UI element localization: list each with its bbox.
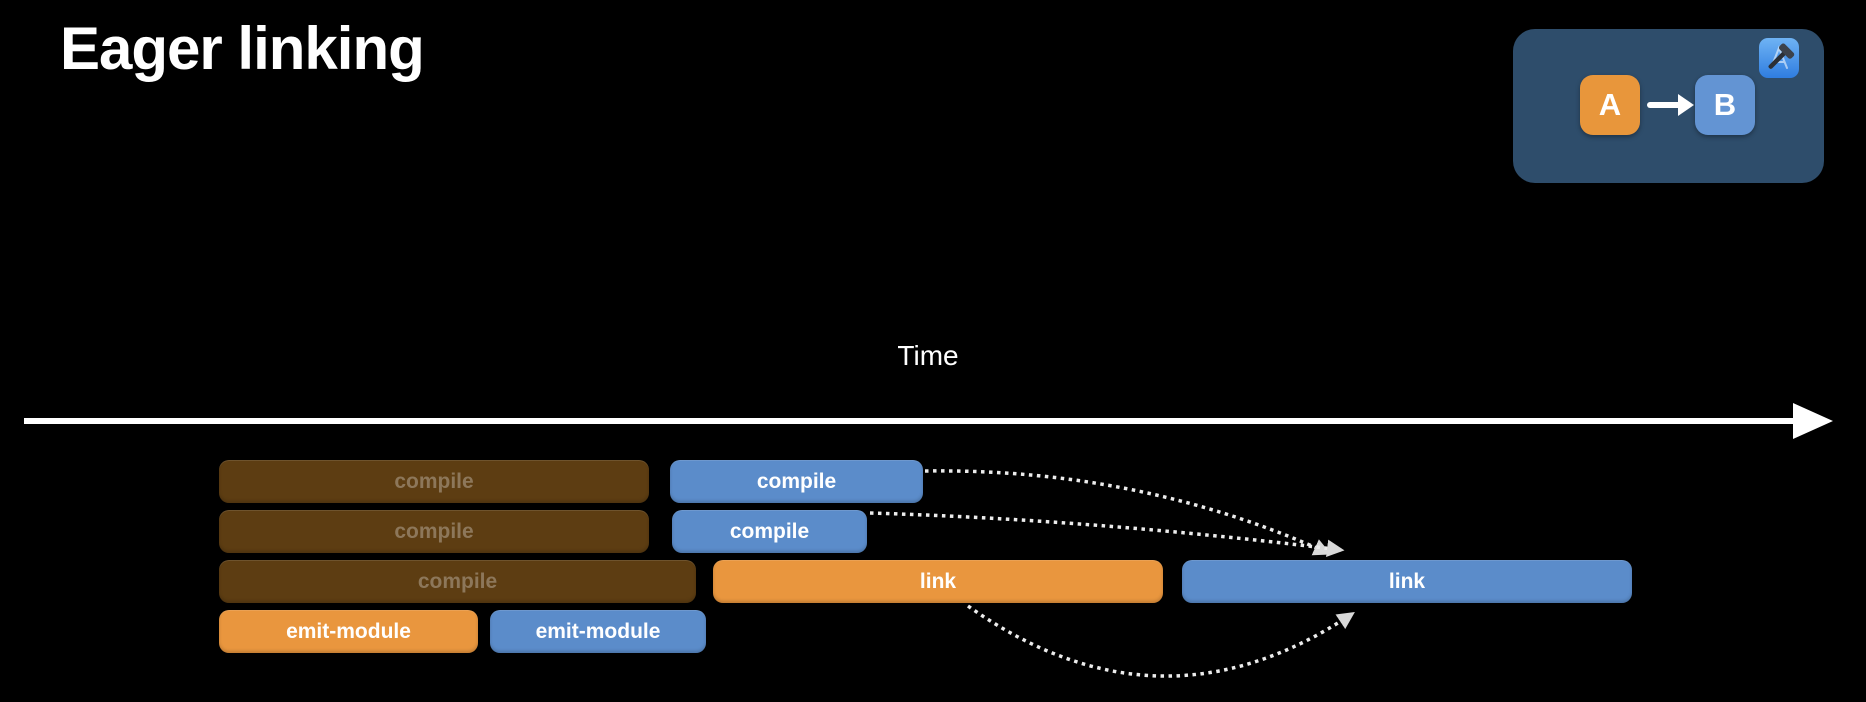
task-bar-label: emit-module (286, 619, 411, 643)
task-bar-label: compile (394, 519, 474, 543)
module-b-box: B (1695, 75, 1755, 135)
task-bar-compile: compile (219, 460, 649, 503)
task-bar-label: compile (417, 569, 498, 593)
task-bar-emit-module: emit-module (490, 610, 706, 653)
dependency-badge-card: A B (1513, 29, 1824, 183)
time-axis-label: Time (897, 340, 959, 371)
task-bar-compile: compile (219, 510, 649, 553)
task-bar-label: link (919, 569, 957, 593)
page-title: Eager linking (60, 15, 425, 82)
task-bar-label: emit-module (535, 619, 661, 643)
module-a-box: A (1580, 75, 1640, 135)
task-bar-compile: compile (219, 560, 696, 603)
task-bar-label: compile (756, 469, 837, 493)
task-bar-link: link (713, 560, 1163, 603)
module-a-label: A (1598, 87, 1622, 122)
task-bar-emit-module: emit-module (219, 610, 478, 653)
right-arrow-icon (1647, 94, 1694, 116)
task-bar-label: compile (394, 469, 474, 493)
task-bar-label: compile (729, 519, 810, 543)
task-bar-compile: compile (672, 510, 867, 553)
xcode-icon (1759, 38, 1799, 78)
task-bar-link: link (1182, 560, 1632, 603)
task-bar-label: link (1388, 569, 1426, 593)
task-bar-compile: compile (670, 460, 923, 503)
module-b-label: B (1713, 87, 1737, 122)
